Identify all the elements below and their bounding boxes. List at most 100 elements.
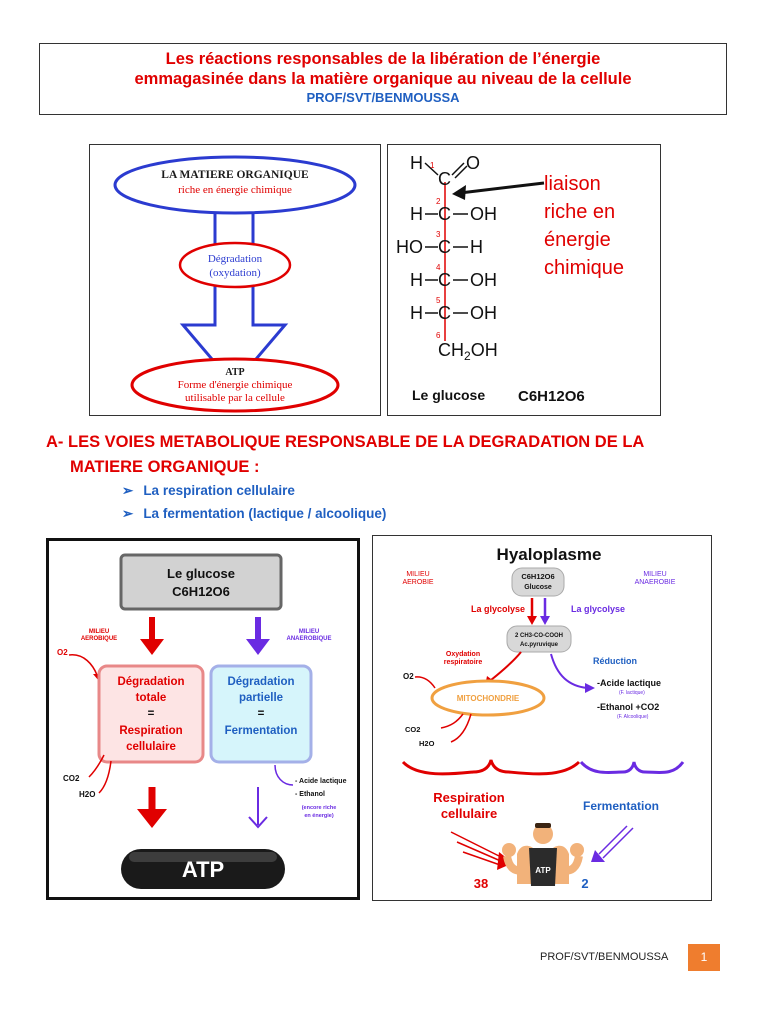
atp-anaerobic-yield: 2 <box>581 876 588 891</box>
svg-text:OH: OH <box>470 270 497 290</box>
glucose-c2: C <box>438 204 451 224</box>
bottom-label-2: Forme d'énergie chimique <box>178 379 293 391</box>
top-ellipse <box>113 155 357 215</box>
bullet-respiration: ➢ La respiration cellulaire <box>122 483 295 499</box>
bond-annotation-line-4: chimique <box>544 257 624 279</box>
h-aerobic-label-2: AEROBIE <box>402 579 433 586</box>
fermentation-brace <box>579 760 685 775</box>
product-ethanol: - Ethanol <box>295 791 325 798</box>
footer-author: PROF/SVT/BENMOUSSA <box>540 951 669 963</box>
products-note-2: en énergie) <box>304 813 334 819</box>
glucose-c4: C <box>438 270 451 290</box>
bottom-label-3: utilisable par la cellule <box>185 392 285 404</box>
section-heading: A- LES VOIES METABOLIQUE RESPONSABLE DE … <box>46 430 644 480</box>
anaerobic-label-2: ANAEROBIQUE <box>286 636 331 642</box>
h-glucose-line-2: Glucose <box>524 584 552 591</box>
fermentation-box-line-2: partielle <box>239 692 283 704</box>
respiration-box-line-5: cellulaire <box>126 741 176 753</box>
fermentation-to-atp-arrow <box>248 816 268 829</box>
respiration-brace <box>401 759 581 776</box>
carbon-number-2: 2 <box>436 197 441 206</box>
glycolysis-right: La glycolyse <box>571 604 625 614</box>
pyruvate-line-2: Ac.pyruvique <box>520 642 559 648</box>
carbon-number-3: 3 <box>436 230 441 239</box>
degradation-diagram: LA MATIERE ORGANIQUE riche en énergie ch… <box>89 144 381 416</box>
glucose-structure-graphic: H C O H C OH HO C H H C OH H C OH CH2OH … <box>396 153 624 405</box>
respiration-box-line-4: Respiration <box>119 725 182 737</box>
pathway-diagram-graphic: Le glucose C6H12O6 MILIEU AEROBIQUE MILI… <box>57 553 347 889</box>
bond-annotation-line-3: énergie <box>544 229 611 251</box>
o2-label: O2 <box>57 648 68 657</box>
middle-label-2: (oxydation) <box>209 267 261 279</box>
big-down-arrow <box>179 203 289 388</box>
bond-arrow <box>459 181 545 195</box>
pyruvate-line-1: 2 CH3-CO-COOH <box>515 633 563 639</box>
section-heading-line-2: MATIERE ORGANIQUE : <box>70 458 260 476</box>
respiration-box-line-1: Dégradation <box>117 676 184 688</box>
svg-text:HO: HO <box>396 237 423 257</box>
mitochondria-label: MITOCHONDRIE <box>457 694 520 703</box>
co2-label: CO2 <box>63 774 80 783</box>
h2o-label: H2O <box>79 790 95 799</box>
respiration-box <box>97 664 205 764</box>
h-anaerobic-label-2: ANAEROBIE <box>635 579 676 586</box>
oxidation-line-2: respiratoire <box>444 659 483 666</box>
carbon-number-6: 6 <box>436 331 441 340</box>
page-number: 1 <box>688 944 720 971</box>
h-glucose-line-1: C6H12O6 <box>521 572 554 581</box>
atp-figure-icon <box>502 823 584 886</box>
svg-text:H: H <box>470 237 483 257</box>
glycolysis-left: La glycolyse <box>471 604 525 614</box>
fermentation-box-line-3: = <box>258 708 265 720</box>
anaerobic-arrow <box>246 639 270 655</box>
bullet-arrow-icon: ➢ <box>122 483 134 498</box>
bullet-arrow-icon: ➢ <box>122 506 134 521</box>
pyruvate-oval <box>506 625 572 653</box>
hyaloplasm-title: Hyaloplasme <box>497 545 602 564</box>
glucose-box-line-2: C6H12O6 <box>172 584 230 599</box>
lactic-label: -Acide lactique <box>597 678 661 688</box>
svg-text:H: H <box>410 303 423 323</box>
glucose-row-1-h: H <box>410 153 423 173</box>
middle-ellipse <box>178 241 292 289</box>
glucose-c1: C <box>438 169 451 189</box>
carbon-number-1: 1 <box>430 161 435 170</box>
hyaloplasm-diagram: Hyaloplasme MILIEU AEROBIE MILIEU ANAERO… <box>372 535 712 901</box>
fermentation-box-line-1: Dégradation <box>227 676 294 688</box>
glucose-c6: CH2OH <box>438 340 498 363</box>
ethanol-note: (F. Alcoolique) <box>617 714 649 720</box>
respiration-to-atp-arrow <box>137 809 167 828</box>
page-title-line-2: emmagasinée dans la matière organique au… <box>134 70 632 88</box>
bullet-respiration-label: La respiration cellulaire <box>143 483 295 498</box>
mitochondria-ellipse <box>430 679 546 717</box>
title-box: Les réactions responsables de la libérat… <box>39 43 727 115</box>
anaerobic-label-1: MILIEU <box>299 629 319 635</box>
svg-text:H: H <box>410 204 423 224</box>
title-author: PROF/SVT/BENMOUSSA <box>306 90 460 105</box>
h-h2o-label: H2O <box>419 739 435 748</box>
bullet-fermentation: ➢La fermentation (lactique / alcoolique) <box>122 506 386 522</box>
bond-annotation-line-1: liaison <box>544 173 601 195</box>
aerobic-label-2: AEROBIQUE <box>81 636 117 642</box>
glucose-structure: H C O H C OH HO C H H C OH H C OH CH2OH … <box>387 144 661 416</box>
glucose-caption-name: Le glucose <box>412 387 485 403</box>
lactic-note: (F. lactique) <box>619 690 645 696</box>
page-title-line-1: Les réactions responsables de la libérat… <box>165 50 601 68</box>
respiration-box-line-2: totale <box>136 692 167 704</box>
svg-text:H: H <box>410 270 423 290</box>
ethanol-label: -Ethanol +CO2 <box>597 702 659 712</box>
carbon-number-5: 5 <box>436 296 441 305</box>
h-aerobic-label-1: MILIEU <box>406 571 429 578</box>
h-glucose-oval <box>511 567 565 597</box>
bottom-ellipse <box>130 357 340 413</box>
top-label-1: LA MATIERE ORGANIQUE <box>161 169 309 181</box>
glucose-c5: C <box>438 303 451 323</box>
oxidation-line-1: Oxydation <box>446 651 480 658</box>
fermentation-energy-arrows <box>598 825 634 859</box>
respiration-line-1: Respiration <box>433 790 505 805</box>
h-co2-label: CO2 <box>405 725 420 734</box>
pathway-diagram: Le glucose C6H12O6 MILIEU AEROBIQUE MILI… <box>46 538 360 900</box>
glucose-box-line-1: Le glucose <box>167 566 235 581</box>
respiration-box-line-3: = <box>148 708 155 720</box>
aerobic-label-1: MILIEU <box>89 629 109 635</box>
